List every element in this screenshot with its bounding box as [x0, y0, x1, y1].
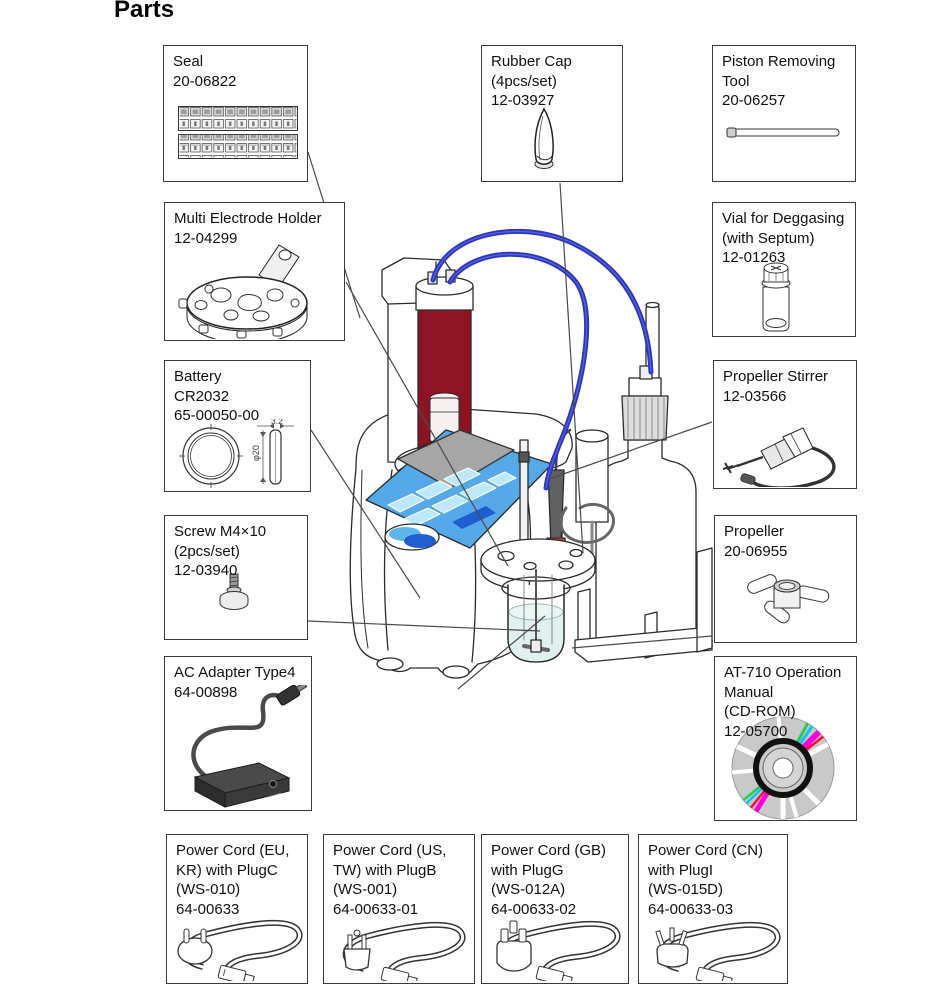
- connector-lines: [307, 151, 713, 690]
- titrator-illustration: [349, 229, 713, 679]
- part-sub: (WS-010): [176, 881, 241, 898]
- part-name-2: Tool: [722, 72, 750, 90]
- electrode-holder-illustration: [178, 244, 308, 339]
- part-box-screw: Screw M4×10 (2pcs/set) 12-03940: [164, 515, 308, 640]
- part-code: 64-00633-03: [648, 900, 734, 918]
- part-code: 12-03927: [491, 92, 555, 109]
- burette: [415, 269, 474, 459]
- reagent-bottle-assembly: [574, 301, 713, 663]
- line-vessel: [457, 615, 546, 690]
- part-name: Rubber Cap: [491, 53, 572, 70]
- part-box-propeller: Propeller 20-06955: [714, 515, 857, 643]
- part-name: Screw M4×10: [174, 523, 267, 540]
- part-name-2: Manual: [724, 683, 774, 701]
- line-rubber-cap: [559, 182, 584, 554]
- part-box-electrode-holder: Multi Electrode Holder 12-04299: [164, 202, 345, 341]
- part-box-cord-cn: Power Cord (CN) with PlugI (WS-015D) 64-…: [638, 834, 788, 984]
- part-code: 12-03940: [174, 562, 238, 579]
- battery-illustration: φ20 3.2: [179, 419, 294, 488]
- part-name: Power Cord (GB): [491, 842, 607, 859]
- part-name: Vial for Deggasing: [722, 210, 845, 227]
- part-box-vial: Vial for Deggasing (with Septum) 12-0126…: [712, 202, 856, 337]
- part-box-seal: Seal 20-06822: [163, 45, 308, 182]
- power-cord-us-illustration: [342, 921, 466, 981]
- part-box-rubber-cap: Rubber Cap (4pcs/set) 12-03927: [481, 45, 623, 182]
- part-name: Battery: [174, 368, 222, 385]
- part-name: AC Adapter Type4: [174, 664, 296, 681]
- part-name: Piston Removing: [722, 53, 836, 70]
- part-name-2: with PlugG: [491, 861, 564, 879]
- keypad: [387, 467, 517, 527]
- part-box-cord-gb: Power Cord (GB) with PlugG (WS-012A) 64-…: [481, 834, 629, 984]
- part-sub: (with Septum): [722, 229, 815, 247]
- part-name: AT-710 Operation: [724, 664, 842, 681]
- part-box-manual: AT-710 Operation Manual (CD-ROM) 12-0570…: [714, 656, 857, 821]
- part-name-2: KR) with PlugC: [176, 861, 278, 879]
- part-sub: (WS-012A): [491, 881, 566, 898]
- battery-diameter-label: φ20: [251, 445, 261, 461]
- part-name: Propeller: [724, 523, 785, 540]
- vial-illustration: [761, 262, 791, 332]
- tubing: [430, 229, 654, 491]
- part-box-cord-eu: Power Cord (EU, KR) with PlugC (WS-010) …: [166, 834, 308, 984]
- line-battery: [310, 429, 421, 599]
- piston-tool-illustration: [726, 127, 840, 138]
- part-code: 64-00898: [174, 683, 238, 701]
- part-code: 65-00050-00: [174, 407, 260, 424]
- part-code: 20-06257: [722, 92, 786, 109]
- part-code: 64-00633-02: [491, 900, 577, 918]
- ac-adapter-illustration: [191, 685, 308, 808]
- power-cord-cn-illustration: [655, 921, 781, 981]
- part-box-propeller-stirrer: Propeller Stirrer 12-03566: [713, 360, 857, 489]
- battery-thickness-label: 3.2: [271, 419, 283, 426]
- part-qty: (4pcs/set): [491, 72, 557, 90]
- part-sub: (WS-015D): [648, 881, 724, 898]
- part-name: Multi Electrode Holder: [174, 210, 322, 227]
- part-box-ac-adapter: AC Adapter Type4 64-00898: [164, 656, 312, 811]
- line-propeller-stirrer: [548, 421, 713, 480]
- propeller-illustration: [747, 574, 830, 624]
- part-sub: (CD-ROM): [724, 703, 796, 720]
- power-cord-gb-illustration: [496, 920, 621, 981]
- control-panel: [365, 429, 553, 551]
- seal-sheet-illustration: [178, 106, 298, 159]
- titration-vessel: [480, 428, 616, 663]
- propeller-stirrer-illustration: [722, 427, 836, 487]
- part-code: 12-03566: [723, 387, 787, 405]
- cd-rom-illustration: [731, 716, 835, 820]
- part-code: 12-05700: [724, 722, 788, 740]
- part-box-piston-tool: Piston Removing Tool 20-06257: [712, 45, 856, 182]
- part-code: 20-06955: [724, 542, 788, 560]
- part-code: 12-01263: [722, 249, 786, 266]
- part-model: CR2032: [174, 387, 230, 405]
- part-name-2: TW) with PlugB: [333, 861, 437, 879]
- part-code: 12-04299: [174, 229, 238, 247]
- part-qty: (2pcs/set): [174, 542, 240, 560]
- part-sub: (WS-001): [333, 881, 398, 898]
- line-screw: [307, 620, 541, 632]
- part-code: 20-06822: [173, 72, 237, 90]
- part-code: 64-00633: [176, 900, 240, 918]
- part-code: 64-00633-01: [333, 900, 419, 918]
- part-box-cord-us: Power Cord (US, TW) with PlugB (WS-001) …: [323, 834, 475, 984]
- line-propeller: [571, 635, 713, 649]
- part-name: Power Cord (US,: [333, 842, 447, 859]
- page-title: Parts: [114, 0, 175, 23]
- part-name-2: with PlugI: [648, 861, 714, 879]
- rubber-cap-illustration: [534, 107, 554, 169]
- screw-illustration: [219, 573, 249, 610]
- part-name: Seal: [173, 53, 204, 70]
- part-name: Power Cord (EU,: [176, 842, 290, 859]
- part-name: Power Cord (CN): [648, 842, 764, 859]
- part-box-battery: Battery CR2032 65-00050-00 φ20 3.2: [164, 360, 311, 492]
- line-electrode-holder: [345, 281, 509, 567]
- part-name: Propeller Stirrer: [723, 368, 829, 385]
- power-cord-eu-illustration: [177, 919, 303, 981]
